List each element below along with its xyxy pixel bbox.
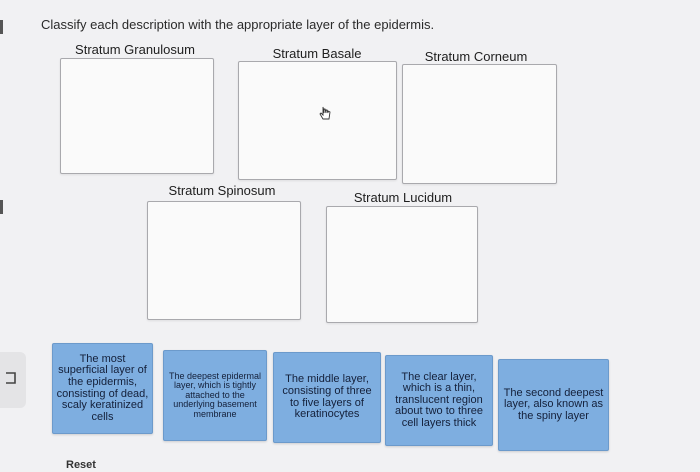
card-text: The middle layer, consisting of three to… [282,373,372,421]
drop-zone-spinosum[interactable] [147,201,301,320]
hand-cursor-icon [319,106,331,120]
instructions-text: Classify each description with the appro… [41,17,435,32]
target-label-granulosum: Stratum Granulosum [75,42,195,57]
drop-zone-corneum[interactable] [402,64,557,184]
side-panel-tab[interactable] [0,352,26,408]
drop-zone-granulosum[interactable] [60,58,214,174]
draggable-card[interactable]: The clear layer, which is a thin, transl… [385,355,493,446]
expand-icon [6,372,16,384]
card-text: The deepest epidermal layer, which is ti… [168,370,262,419]
card-text: The most superficial layer of the epider… [56,352,149,423]
target-label-spinosum: Stratum Spinosum [168,183,276,198]
drop-zone-basale[interactable] [238,61,397,180]
draggable-card[interactable]: The middle layer, consisting of three to… [273,352,381,443]
draggable-card[interactable]: The deepest epidermal layer, which is ti… [163,350,267,441]
target-label-corneum: Stratum Corneum [424,49,528,64]
window-edge-marker [0,200,3,214]
draggable-card[interactable]: The most superficial layer of the epider… [52,343,153,434]
card-text: The clear layer, which is a thin, transl… [394,370,484,429]
target-label-basale: Stratum Basale [272,46,362,61]
window-edge-marker [0,20,3,34]
reset-button[interactable]: Reset [66,459,96,471]
draggable-card[interactable]: The second deepest layer, also known as … [498,359,609,451]
target-label-lucidum: Stratum Lucidum [353,190,453,205]
drop-zone-lucidum[interactable] [326,206,478,323]
card-text: The second deepest layer, also known as … [503,386,604,422]
